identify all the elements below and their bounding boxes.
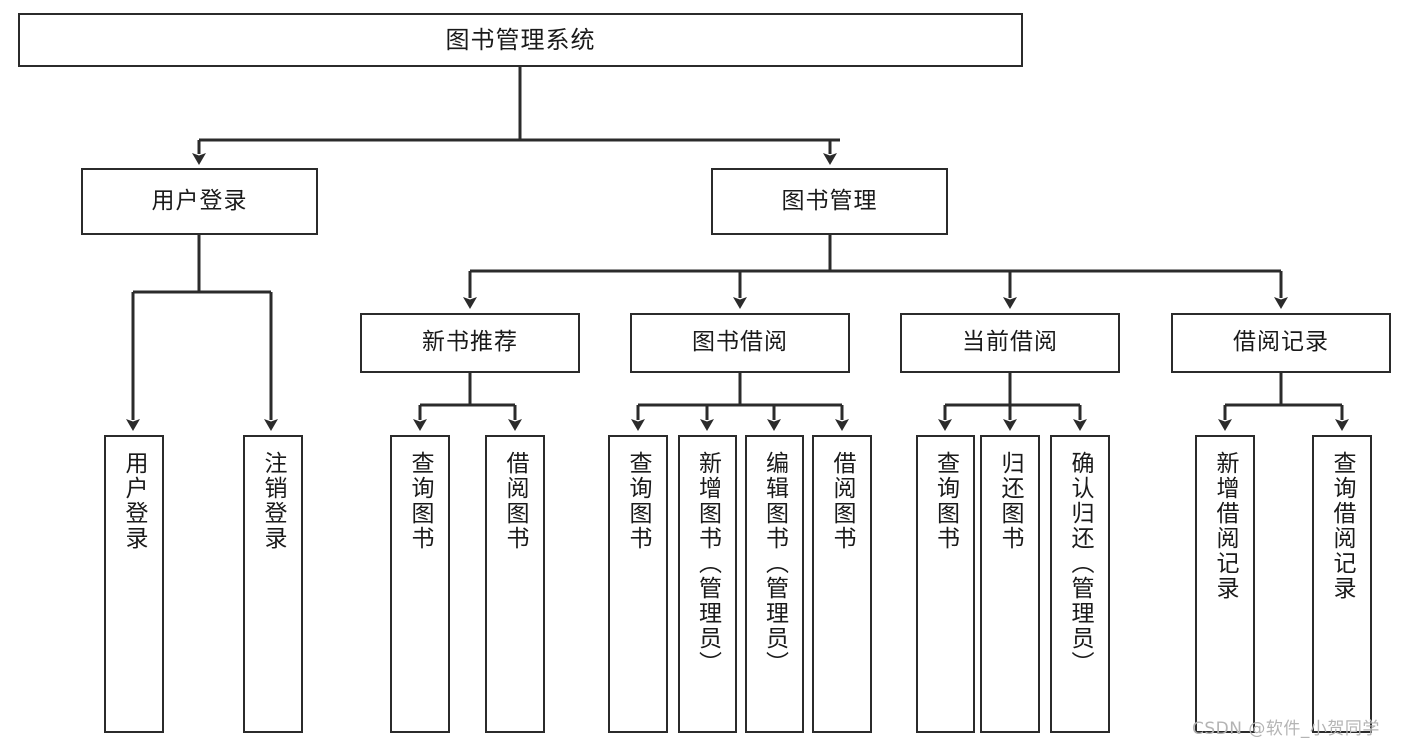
node-book-management[interactable]: 图书管理: [711, 168, 948, 235]
csdn-watermark: CSDN @软件_小贺同学: [1192, 719, 1380, 739]
node-root-system[interactable]: 图书管理系统: [18, 13, 1023, 67]
leaf-query-book-current[interactable]: 查询图书: [916, 435, 975, 733]
node-borrow-records[interactable]: 借阅记录: [1171, 313, 1391, 373]
leaf-query-book-borrow[interactable]: 查询图书: [608, 435, 668, 733]
node-book-borrow[interactable]: 图书借阅: [630, 313, 850, 373]
leaf-add-book-admin[interactable]: 新增图书（管理员）: [678, 435, 737, 733]
leaf-borrow-book[interactable]: 借阅图书: [812, 435, 872, 733]
leaf-user-login[interactable]: 用户登录: [104, 435, 164, 733]
node-user-login[interactable]: 用户登录: [81, 168, 318, 235]
leaf-query-book-rec[interactable]: 查询图书: [390, 435, 450, 733]
node-current-borrow[interactable]: 当前借阅: [900, 313, 1120, 373]
leaf-edit-book-admin[interactable]: 编辑图书（管理员）: [745, 435, 804, 733]
node-new-book-recommend[interactable]: 新书推荐: [360, 313, 580, 373]
leaf-return-book[interactable]: 归还图书: [980, 435, 1040, 733]
leaf-query-borrow-record[interactable]: 查询借阅记录: [1312, 435, 1372, 733]
leaf-borrow-book-rec[interactable]: 借阅图书: [485, 435, 545, 733]
leaf-logout[interactable]: 注销登录: [243, 435, 303, 733]
leaf-confirm-return-admin[interactable]: 确认归还（管理员）: [1050, 435, 1110, 733]
leaf-add-borrow-record[interactable]: 新增借阅记录: [1195, 435, 1255, 733]
